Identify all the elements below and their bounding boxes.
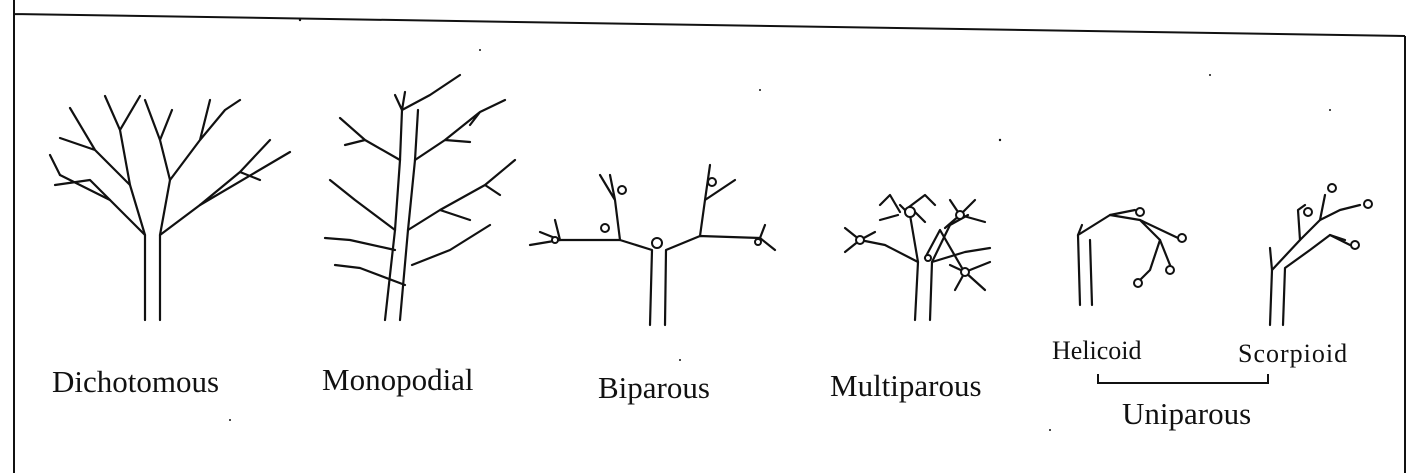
dichotomous-branch-drawing	[50, 96, 290, 320]
label-helicoid: Helicoid	[1052, 336, 1142, 366]
uniparous-bracket	[1098, 374, 1268, 383]
label-monopodial: Monopodial	[322, 362, 474, 398]
label-scorpioid: Scorpioid	[1238, 339, 1348, 369]
helicoid-branch-drawing	[1078, 210, 1178, 305]
label-multiparous: Multiparous	[830, 368, 982, 404]
label-biparous: Biparous	[598, 370, 710, 406]
monopodial-branch-drawing	[325, 75, 515, 320]
multiparous-branch-drawing	[845, 195, 990, 320]
label-dichotomous: Dichotomous	[52, 364, 219, 400]
label-uniparous: Uniparous	[1122, 396, 1251, 432]
scorpioid-branch-drawing	[1270, 195, 1360, 325]
